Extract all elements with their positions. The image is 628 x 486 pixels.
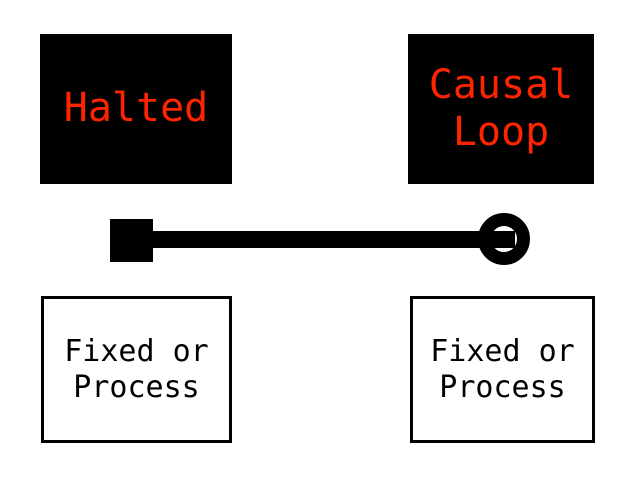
node-halted-label: Halted	[63, 85, 209, 132]
connector-square-to-ring[interactable]	[100, 205, 540, 275]
node-halted[interactable]: Halted	[40, 34, 232, 184]
connector-line	[130, 231, 515, 248]
connector-graphic	[110, 213, 530, 265]
hollow-circle-head-marker-icon	[478, 213, 530, 265]
node-fixed-or-process-left-label: Fixed or Process	[64, 334, 209, 405]
node-fixed-or-process-right-label: Fixed or Process	[430, 334, 575, 405]
node-fixed-or-process-left[interactable]: Fixed or Process	[41, 296, 232, 443]
node-causal-loop-label: Causal Loop	[428, 61, 574, 155]
node-fixed-or-process-right[interactable]: Fixed or Process	[410, 296, 595, 443]
node-causal-loop[interactable]: Causal Loop	[408, 34, 594, 184]
square-tail-marker-icon	[110, 219, 153, 262]
